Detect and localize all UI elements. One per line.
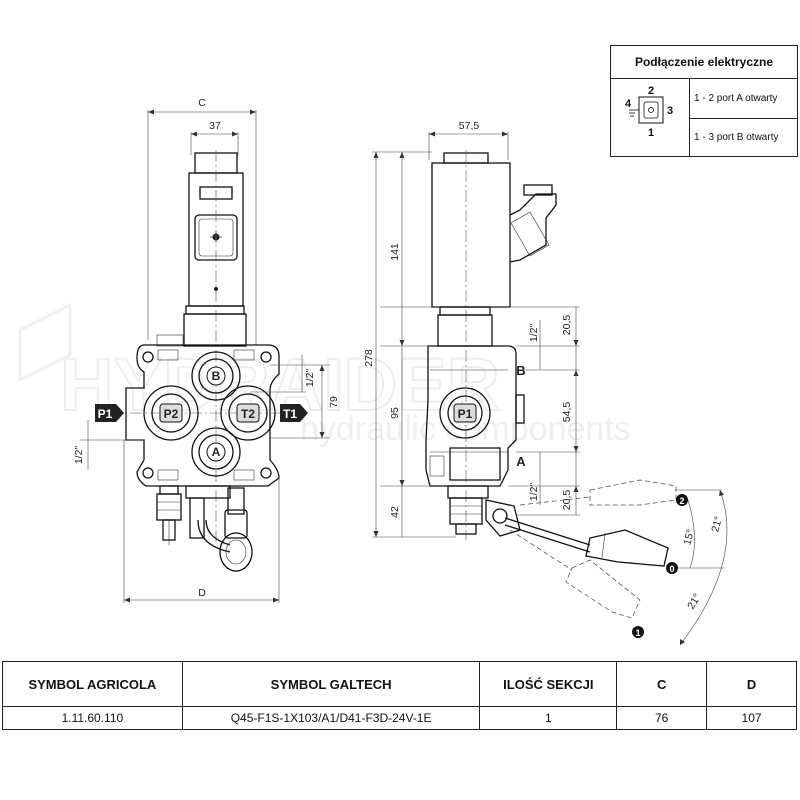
electrical-title: Podłączenie elektryczne xyxy=(611,46,797,79)
dim-d-label: D xyxy=(198,587,206,599)
port-t1-badge: T1 xyxy=(283,407,297,421)
header-d: D xyxy=(706,661,797,707)
header-ilosc-sekcji: ILOŚĆ SEKCJI xyxy=(479,661,618,707)
dim-top-thread-label: 1/2" xyxy=(528,324,540,343)
dim-bottom-20-5-label: 20,5 xyxy=(561,490,573,511)
pin-1-label: 1 xyxy=(648,127,654,139)
dim-thread-left-label: 1/2" xyxy=(73,446,85,465)
dim-57-5-label: 57,5 xyxy=(459,120,480,132)
dim-42-label: 42 xyxy=(389,506,401,518)
pin-3-label: 3 xyxy=(667,105,673,117)
header-symbol-galtech: SYMBOL GALTECH xyxy=(181,661,481,707)
connector-icon: 2 1 3 4 xyxy=(625,85,673,139)
dim-bottom-thread-label: 1/2" xyxy=(528,483,540,502)
cell-symbol-agricola: 1.11.60.110 xyxy=(2,706,183,730)
connector-symbol: 2 1 3 4 xyxy=(611,79,690,157)
cell-c: 76 xyxy=(616,706,708,730)
port-p1-badge: P1 xyxy=(98,407,113,421)
port-a-label: A xyxy=(212,445,221,459)
dim-278-label: 278 xyxy=(363,349,375,367)
lever-position-2: 2 xyxy=(679,496,684,506)
connection-row-b: 1 - 3 port B otwarty xyxy=(690,117,797,158)
dim-95-label: 95 xyxy=(389,407,401,419)
pin-2-label: 2 xyxy=(648,85,654,97)
electrical-connection-table: Podłączenie elektryczne 2 1 3 4 1 - 2 po… xyxy=(610,45,798,157)
angle-21-lower-label: 21° xyxy=(685,592,703,612)
side-port-a-label: A xyxy=(516,454,526,469)
dim-top-20-5-label: 20,5 xyxy=(561,315,573,336)
dim-37-label: 37 xyxy=(209,120,221,132)
lever-position-1: 1 xyxy=(635,628,640,638)
lever-position-0: 0 xyxy=(669,564,674,574)
side-port-b-label: B xyxy=(516,363,525,378)
angle-15-label: 15° xyxy=(681,528,697,546)
product-table: SYMBOL AGRICOLA SYMBOL GALTECH ILOŚĆ SEK… xyxy=(2,661,797,730)
dim-thread-right-label: 1/2" xyxy=(304,369,316,388)
port-p2-label: P2 xyxy=(164,407,179,421)
front-view: C 37 xyxy=(73,97,340,603)
cell-ilosc-sekcji: 1 xyxy=(479,706,618,730)
port-t2-label: T2 xyxy=(241,407,255,421)
dim-c-label: C xyxy=(198,97,206,109)
port-b-label: B xyxy=(212,369,221,383)
angle-21-upper-label: 21° xyxy=(709,515,725,533)
dim-141-label: 141 xyxy=(389,243,401,261)
dim-79-label: 79 xyxy=(328,396,340,408)
cell-d: 107 xyxy=(706,706,797,730)
side-port-p1-label: P1 xyxy=(458,407,473,421)
technical-drawing: HYDRAIDER hydraulic components C 37 xyxy=(18,97,728,646)
table-header-row: SYMBOL AGRICOLA SYMBOL GALTECH ILOŚĆ SEK… xyxy=(2,661,797,707)
cell-symbol-galtech: Q45-F1S-1X103/A1/D41-F3D-24V-1E xyxy=(181,706,481,730)
header-c: C xyxy=(616,661,708,707)
connection-row-a: 1 - 2 port A otwarty xyxy=(694,92,778,104)
dim-54-5-label: 54,5 xyxy=(561,402,573,423)
pin-4-label: 4 xyxy=(625,98,632,110)
header-symbol-agricola: SYMBOL AGRICOLA xyxy=(2,661,183,707)
side-view: 57,5 P1 B A xyxy=(363,120,728,646)
table-row: 1.11.60.110 Q45-F1S-1X103/A1/D41-F3D-24V… xyxy=(2,706,797,730)
